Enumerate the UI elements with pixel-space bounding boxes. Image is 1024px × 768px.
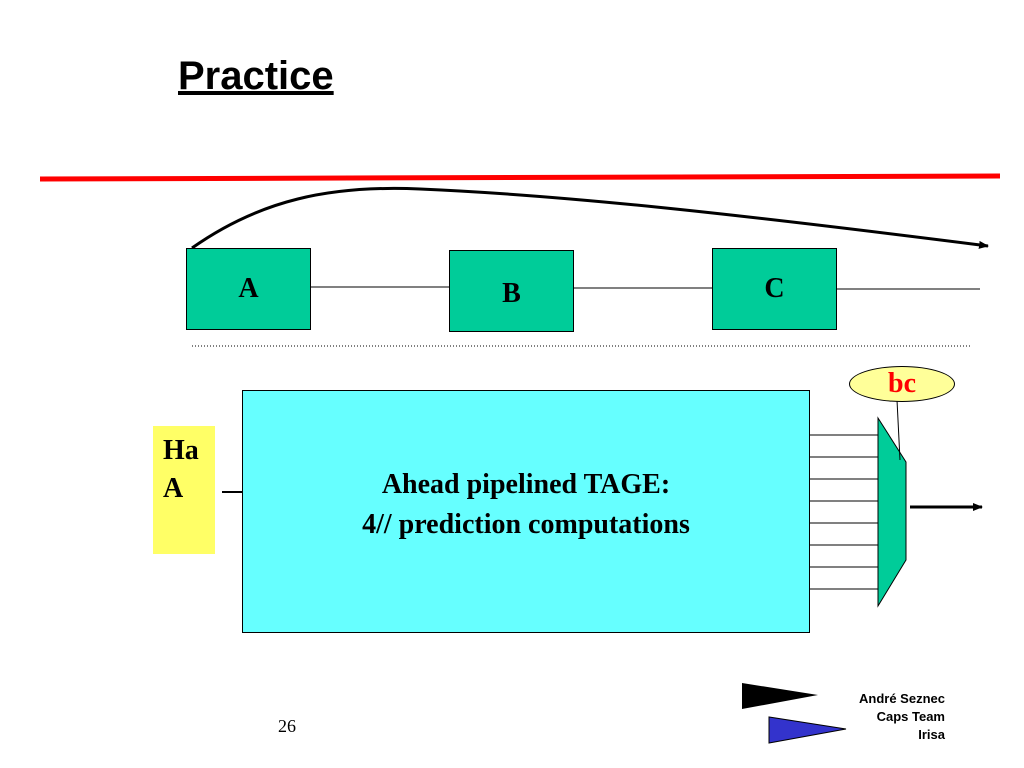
multiplexer xyxy=(877,416,907,608)
tage-line-2: 4// prediction computations xyxy=(362,508,690,540)
pipeline-block-c: C xyxy=(712,248,837,330)
history-line-2: A xyxy=(163,473,184,504)
logo-blue-wedge xyxy=(768,716,847,744)
history-box: Ha A xyxy=(153,426,215,554)
slide-title: Practice xyxy=(178,54,334,98)
history-line-1: Ha xyxy=(163,435,199,466)
prediction-lines xyxy=(810,434,878,590)
credit-team: Caps Team xyxy=(876,709,945,724)
credit-institute: Irisa xyxy=(918,727,945,742)
pipeline-block-b: B xyxy=(449,250,574,332)
page-number: 26 xyxy=(278,716,296,736)
bc-bubble: bc xyxy=(849,366,955,402)
logo-black-wedge xyxy=(742,683,818,709)
tage-block: Ahead pipelined TAGE: 4// prediction com… xyxy=(242,390,810,633)
red-divider-line xyxy=(39,173,1001,182)
credits: André Seznec Caps Team Irisa xyxy=(790,690,945,744)
bc-select-line xyxy=(896,399,901,461)
credit-author: André Seznec xyxy=(859,691,945,706)
pipeline-block-a: A xyxy=(186,248,311,330)
tage-line-1: Ahead pipelined TAGE: xyxy=(381,468,671,500)
curved-arrow xyxy=(191,186,989,250)
